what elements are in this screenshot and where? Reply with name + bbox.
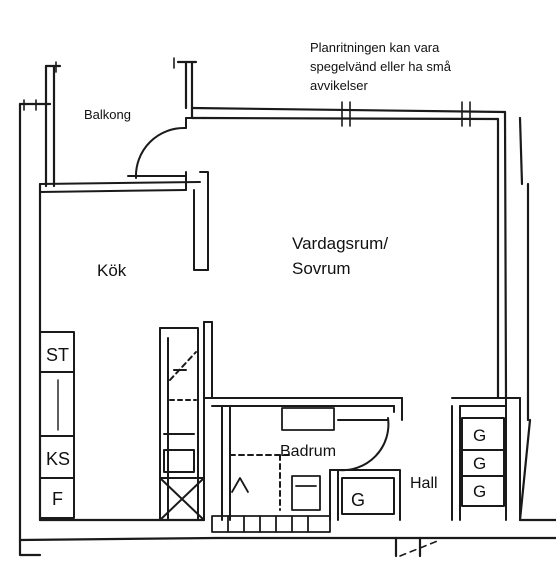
note-line-2: spegelvänd eller ha små <box>310 59 452 74</box>
wardrobe-label-g-3: G <box>473 482 486 501</box>
note-text: Planritningen kan vara spegelvänd eller … <box>310 40 452 93</box>
note-line-3: avvikelser <box>310 78 368 93</box>
interior-walls <box>39 117 521 521</box>
room-label-balkong: Balkong <box>84 107 131 122</box>
closet-label-g-bath: G <box>351 490 365 510</box>
fixture-label-st: ST <box>46 345 69 365</box>
doors <box>127 117 441 557</box>
room-label-badrum: Badrum <box>280 443 336 460</box>
wardrobe-label-g-1: G <box>473 426 486 445</box>
bathroom-fixtures <box>211 407 335 533</box>
window-marks <box>23 57 471 127</box>
note-line-1: Planritningen kan vara <box>310 40 440 55</box>
room-label-vardagsrum: Vardagsrum/ <box>292 234 388 253</box>
fixture-label-ks: KS <box>46 449 70 469</box>
appliance-column <box>159 327 205 521</box>
kitchen-cabinets <box>39 331 75 519</box>
room-label-hall: Hall <box>410 475 438 492</box>
closet-boxes <box>341 417 505 515</box>
wardrobe-label-g-2: G <box>473 454 486 473</box>
outer-walls <box>18 60 556 558</box>
room-label-kok: Kök <box>97 261 127 280</box>
room-label-sovrum: Sovrum <box>292 259 351 278</box>
fixture-label-f: F <box>52 489 63 509</box>
